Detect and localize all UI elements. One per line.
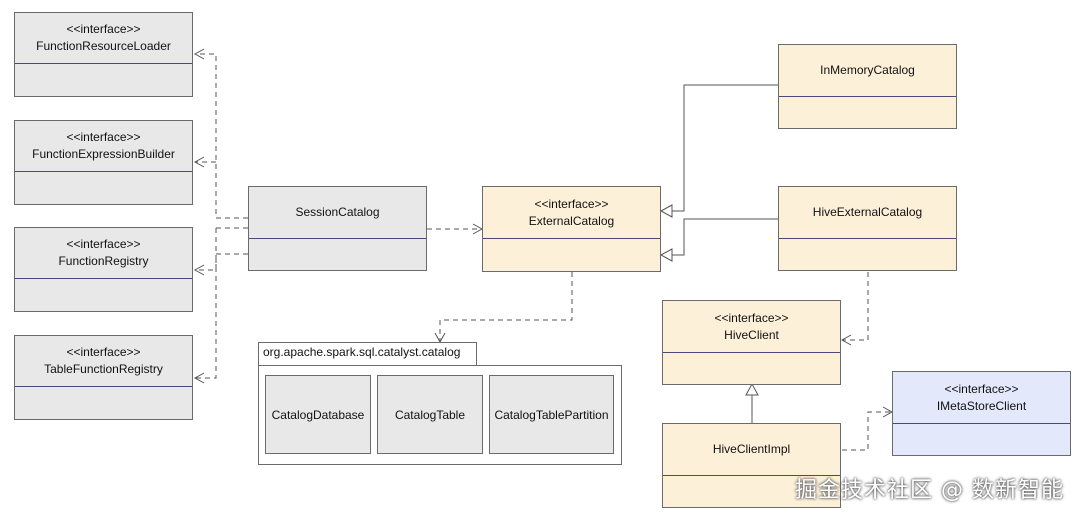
table-function-registry-box[interactable]: <<interface>> TableFunctionRegistry [14,335,193,420]
stereotype-label: <<interface>> [534,196,609,211]
imetastore-client-box[interactable]: <<interface>> IMetaStoreClient [892,371,1071,456]
stereotype-label: <<interface>> [66,237,141,251]
in-memory-catalog-box[interactable]: InMemoryCatalog [778,44,957,129]
hive-client-impl-header: HiveClientImpl [663,424,840,476]
function-resource-loader-box[interactable]: <<interface>> FunctionResourceLoader [14,12,193,97]
package-name: org.apache.spark.sql.catalyst.catalog [263,345,461,359]
realization-hive-external-catalog [672,218,778,256]
realization-in-memory-catalog [672,84,778,212]
stereotype-label: <<interface>> [944,381,1019,396]
stereotype-label: <<interface>> [66,22,141,36]
dependency-table-function-registry [195,253,248,379]
class-name: IMetaStoreClient [936,398,1027,413]
catalog-table-partition-box[interactable]: CatalogTablePartition [489,375,614,454]
function-registry-header: <<interface>> FunctionRegistry [15,228,192,279]
dependency-function-registry [195,227,248,271]
class-name: CatalogTablePartition [494,407,609,422]
function-registry-box[interactable]: <<interface>> FunctionRegistry [14,227,193,312]
stereotype-label: <<interface>> [66,130,141,144]
hive-client-header: <<interface>> HiveClient [663,301,840,353]
class-name: TableFunctionRegistry [44,362,163,376]
class-name: FunctionResourceLoader [36,39,171,53]
imetastore-client-header: <<interface>> IMetaStoreClient [893,372,1070,424]
watermark: 掘金技术社区 @ 数新智能 [795,478,1064,503]
session-catalog-box[interactable]: SessionCatalog [248,186,427,271]
session-catalog-header: SessionCatalog [249,187,426,239]
class-name: HiveClient [724,327,779,342]
class-name: ExternalCatalog [528,213,615,228]
stereotype-label: <<interface>> [66,345,141,359]
dependency-imetastore-client [842,411,892,451]
class-name: HiveExternalCatalog [812,205,923,219]
function-expression-builder-box[interactable]: <<interface>> FunctionExpressionBuilder [14,120,193,205]
catalog-table-box[interactable]: CatalogTable [377,375,483,454]
external-catalog-header: <<interface>> ExternalCatalog [483,187,660,239]
dependency-package [439,272,573,342]
function-expression-builder-header: <<interface>> FunctionExpressionBuilder [15,121,192,172]
hive-external-catalog-box[interactable]: HiveExternalCatalog [778,186,957,271]
package-tab: org.apache.spark.sql.catalyst.catalog [258,342,477,366]
class-name: CatalogDatabase [271,407,365,422]
dependency-function-resource-loader [195,53,248,219]
hive-external-catalog-header: HiveExternalCatalog [779,187,956,239]
class-name: SessionCatalog [295,205,380,219]
stereotype-label: <<interface>> [714,310,789,325]
class-name: InMemoryCatalog [820,63,915,77]
function-resource-loader-header: <<interface>> FunctionResourceLoader [15,13,192,64]
in-memory-catalog-header: InMemoryCatalog [779,45,956,97]
dependency-hive-client [842,272,869,341]
class-name: CatalogTable [394,407,466,422]
table-function-registry-header: <<interface>> TableFunctionRegistry [15,336,192,387]
catalog-database-box[interactable]: CatalogDatabase [265,375,371,454]
class-name: FunctionExpressionBuilder [32,147,175,161]
class-name: HiveClientImpl [712,442,791,456]
hive-client-box[interactable]: <<interface>> HiveClient [662,300,841,385]
hive-client-impl-box[interactable]: HiveClientImpl [662,423,841,508]
class-name: FunctionRegistry [58,254,149,268]
external-catalog-box[interactable]: <<interface>> ExternalCatalog [482,186,661,272]
